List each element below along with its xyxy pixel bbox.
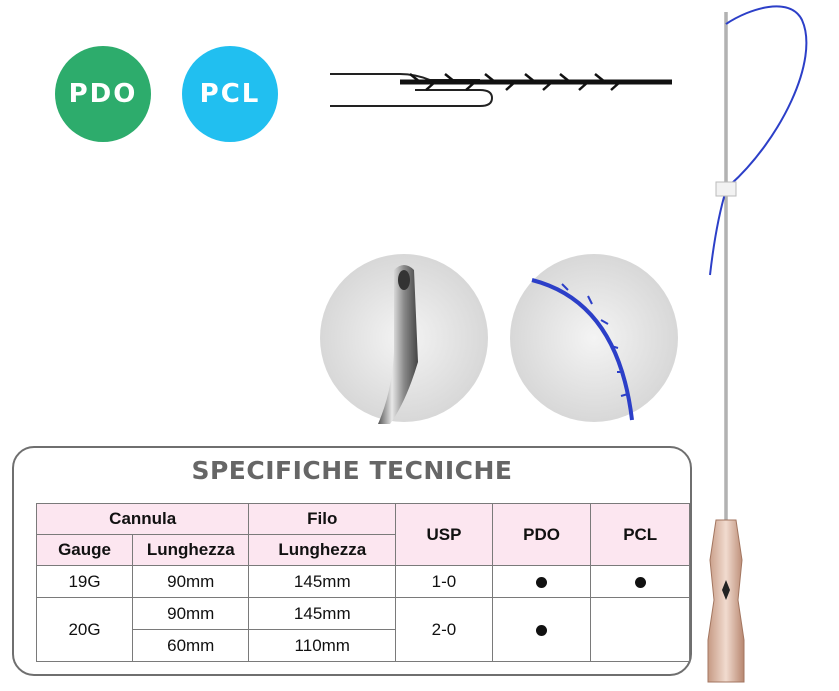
table-row: 60mm 110mm [37, 629, 690, 662]
pcl-badge-label: PCL [199, 79, 261, 109]
cell-cannula-length: 90mm [132, 597, 250, 630]
cell-pdo [491, 597, 592, 662]
table-row: 20G 90mm 145mm 2-0 [35, 597, 690, 662]
cell-usp: 2-0 [395, 597, 493, 662]
cell-cannula-length: 90mm [132, 565, 250, 598]
cell-pcl [590, 597, 690, 662]
barbed-thread-diagram [330, 73, 672, 107]
cell-gauge: 20G [35, 597, 134, 662]
cell-usp: 1-0 [395, 565, 493, 598]
cell-pdo [491, 565, 592, 598]
cell-gauge: 19G [35, 565, 134, 598]
pcl-badge: PCL [182, 46, 278, 142]
header-gauge: Gauge [35, 534, 134, 566]
pdo-badge-label: PDO [68, 79, 138, 109]
header-pcl: PCL [590, 503, 690, 566]
cannula-tip-closeup [320, 254, 488, 424]
cell-filo-length: 145mm [248, 597, 397, 630]
header-pdo: PDO [491, 503, 592, 566]
header-usp: USP [395, 503, 493, 566]
spec-title: SPECIFICHE TECNICHE [191, 456, 513, 485]
cell-cannula-length: 60mm [132, 629, 250, 662]
thread-needle-product [707, 5, 808, 683]
cell-pcl [590, 565, 690, 598]
table-row: 19G 90mm 145mm 1-0 [35, 565, 690, 598]
pdo-available-dot [536, 624, 548, 636]
spec-panel: SPECIFICHE TECNICHE Cannula Filo USP PDO… [12, 446, 692, 676]
header-filo: Filo [248, 503, 397, 535]
thread-closeup [510, 254, 678, 422]
pcl-available-dot [634, 576, 646, 588]
pdo-available-dot [536, 576, 548, 588]
header-filo-length: Lunghezza [248, 534, 397, 566]
cell-filo-length: 145mm [248, 565, 397, 598]
cell-filo-length: 110mm [248, 629, 397, 662]
spec-table: Cannula Filo USP PDO PCL Gauge Lunghezza… [35, 503, 690, 662]
pdo-badge: PDO [55, 46, 151, 142]
header-cannula: Cannula [35, 503, 250, 535]
header-cannula-length: Lunghezza [132, 534, 250, 566]
